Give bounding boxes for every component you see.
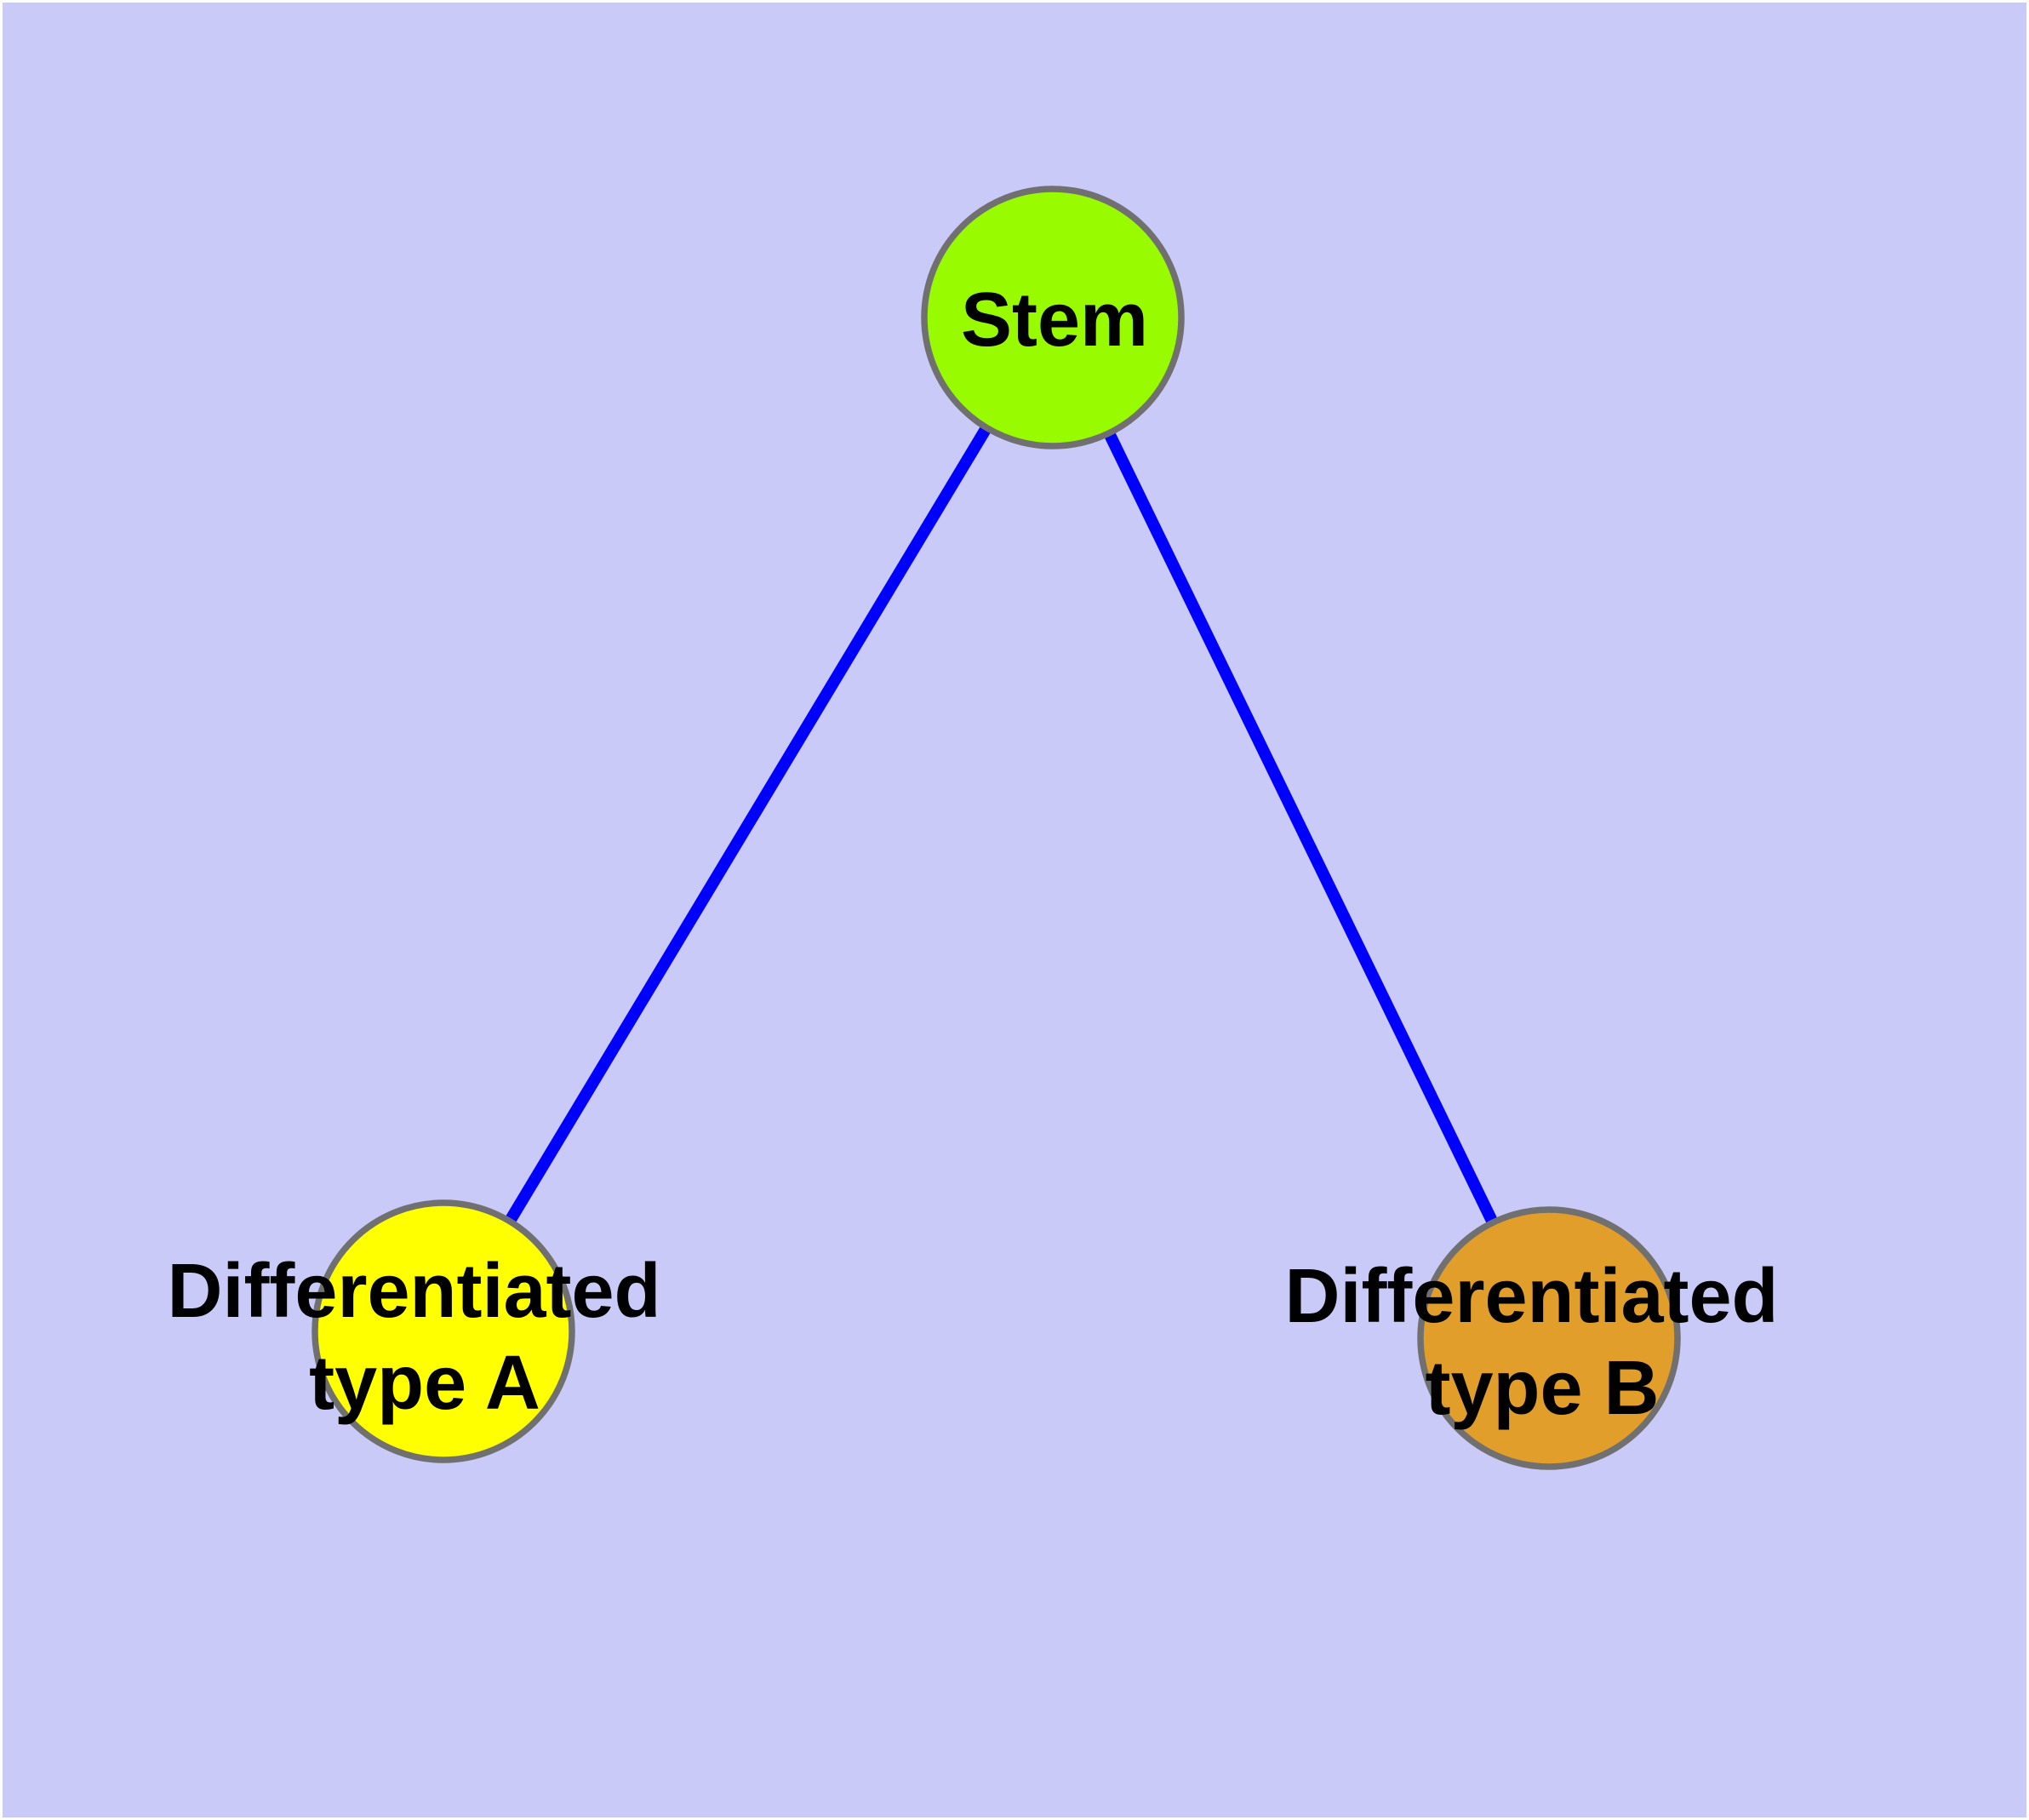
node-differentiated-type-b (1417, 1206, 1681, 1470)
node-label-stem: Stem (961, 278, 1148, 363)
node-label-differentiated-type-b: Differentiated type B (1284, 1254, 1799, 1431)
node-stem (921, 186, 1185, 449)
label-line-2: type A (309, 1341, 540, 1426)
node-label-differentiated-type-a: Differentiated type A (167, 1249, 682, 1426)
edge-stem-to-type-a (438, 314, 1058, 1335)
label-line-1: Differentiated (1284, 1254, 1778, 1339)
label-line-1: Differentiated (167, 1249, 660, 1334)
node-differentiated-type-a (311, 1199, 575, 1463)
label-line-2: type B (1425, 1346, 1659, 1431)
edge-stem-to-type-b (1047, 314, 1555, 1342)
